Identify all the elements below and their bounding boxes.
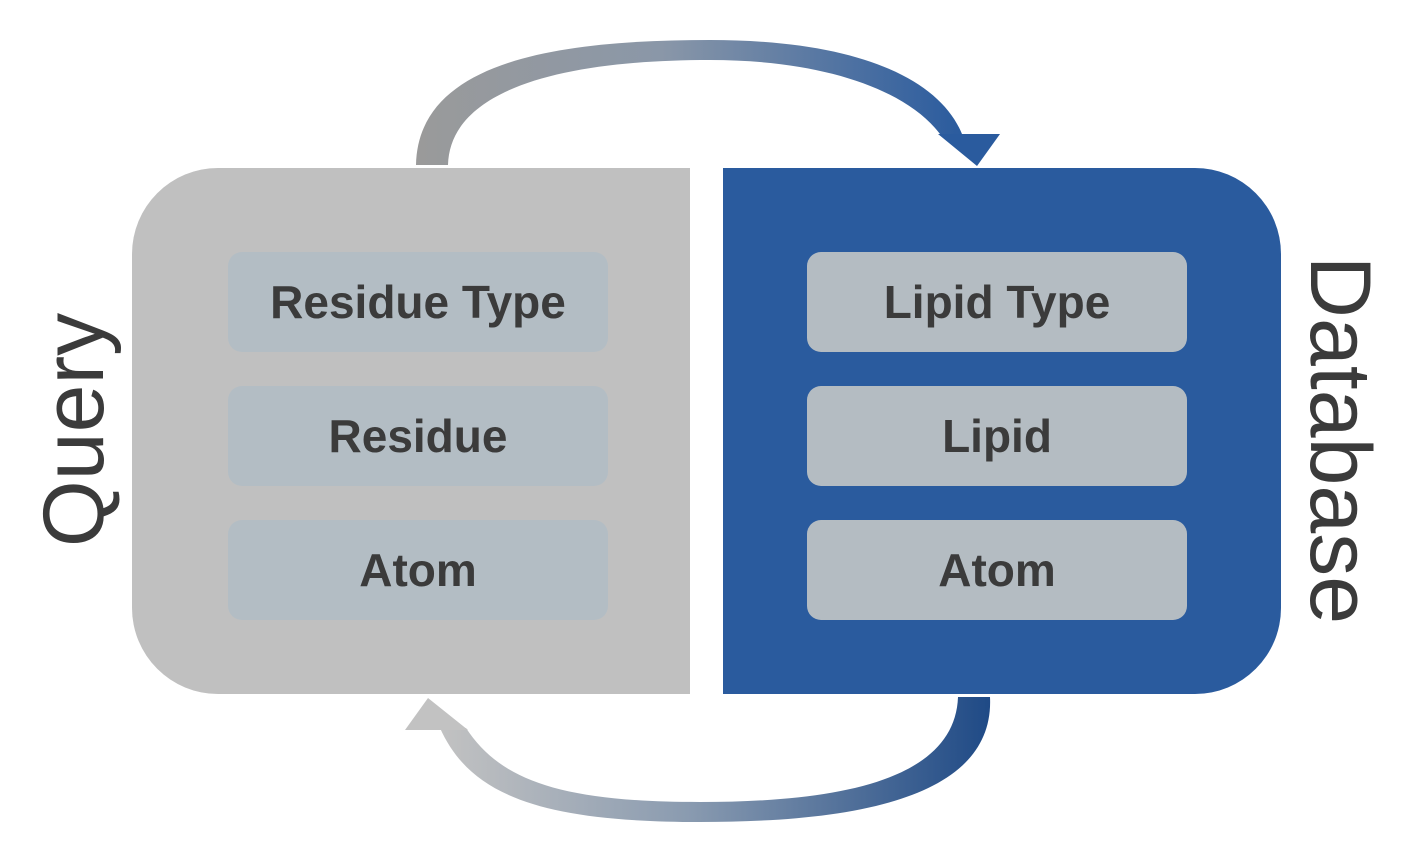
query-label: Query [26, 312, 122, 548]
query-panel: Residue Type Residue Atom [132, 168, 690, 694]
query-box-atom: Atom [228, 520, 608, 620]
database-box-lipid-type: Lipid Type [807, 252, 1187, 352]
top-arrow-arc [416, 40, 962, 165]
database-box-atom: Atom [807, 520, 1187, 620]
database-panel: Lipid Type Lipid Atom [723, 168, 1281, 694]
query-box-residue: Residue [228, 386, 608, 486]
database-label: Database [1292, 255, 1388, 625]
top-arrow-head [938, 134, 1000, 166]
bottom-arrow-arc [440, 697, 991, 822]
database-box-lipid: Lipid [807, 386, 1187, 486]
query-box-residue-type: Residue Type [228, 252, 608, 352]
bottom-arrow-head [405, 698, 468, 730]
